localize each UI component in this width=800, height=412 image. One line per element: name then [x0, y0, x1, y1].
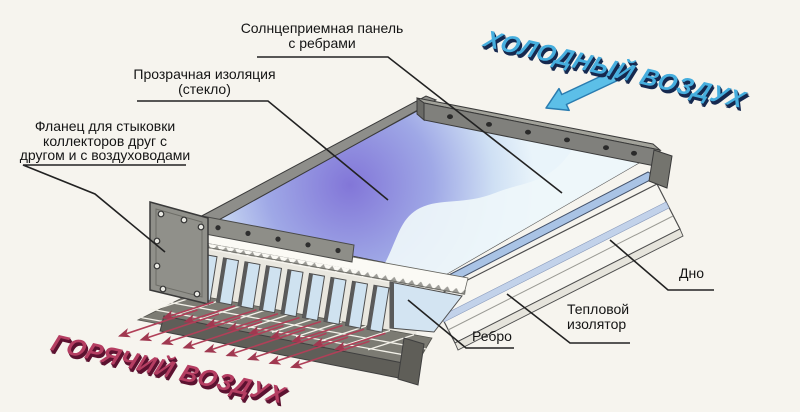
glass-reflection	[385, 146, 656, 275]
inlet-bar-bracket	[648, 149, 673, 189]
leader-glazing	[137, 100, 389, 201]
leader-flange	[22, 164, 186, 253]
label-connection-flange: Фланец для стыковки коллекторов друг с д…	[19, 118, 191, 163]
bottom-rail-bracket	[397, 337, 425, 386]
inlet-end-bar	[416, 97, 673, 189]
inlet-bar-holes	[447, 114, 637, 156]
label-thermal-insulator: Тепловой изолятор	[567, 301, 630, 332]
leader-insulator	[506, 293, 630, 344]
label-transparent-glazing: Прозрачная изоляция (стекло)	[133, 66, 276, 97]
leader-rib	[407, 299, 514, 349]
leader-lines	[22, 56, 714, 349]
connection-flange	[149, 201, 209, 305]
flange-holes	[153, 210, 205, 298]
label-rib: Ребро	[472, 328, 512, 344]
label-absorber-panel: Солнцеприемная панель с ребрами	[240, 20, 404, 51]
end-rib-wedge	[389, 281, 463, 333]
front-rail-holes	[215, 225, 341, 254]
cold-air-arrow	[545, 64, 631, 112]
bottom-plate-edge	[454, 228, 684, 351]
ribs	[194, 253, 463, 333]
hot-air-arrows	[117, 301, 386, 369]
leader-panel	[257, 56, 563, 194]
label-bottom: Дно	[679, 265, 704, 281]
serrated-edge	[201, 242, 466, 295]
bottom-slab	[431, 183, 684, 351]
leader-bottom	[609, 239, 714, 291]
